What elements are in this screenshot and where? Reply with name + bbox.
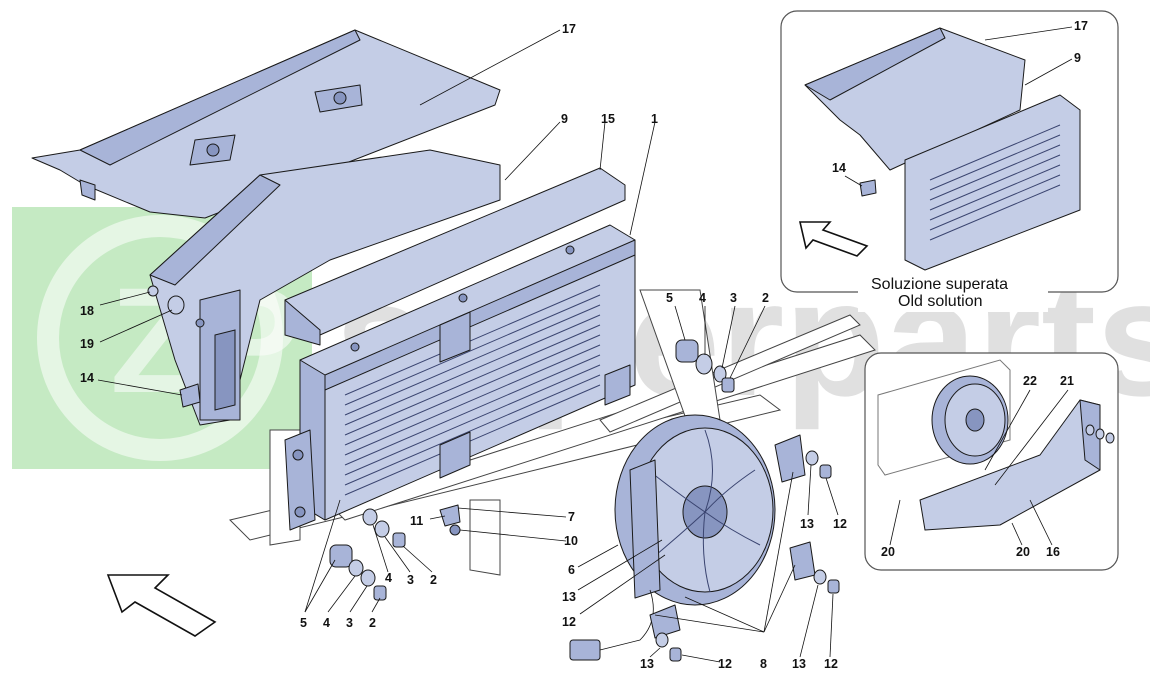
- callout-17-inset: 17: [1074, 19, 1088, 33]
- callout-3-upper: 3: [730, 291, 737, 305]
- callout-9-inset: 9: [1074, 51, 1081, 65]
- callout-20a: 20: [881, 545, 895, 559]
- callout-18: 18: [80, 304, 94, 318]
- callout-5-upper: 5: [666, 291, 673, 305]
- callout-11: 11: [410, 514, 423, 528]
- callout-21: 21: [1060, 374, 1074, 388]
- callout-15: 15: [601, 112, 615, 126]
- callouts: 17 9 15 1 18 19 14 5 4 3 2 11 7 10 4 3 2…: [80, 22, 847, 671]
- callout-12-bottom-right: 12: [824, 657, 838, 671]
- callout-19: 19: [80, 337, 94, 351]
- callout-1: 1: [651, 112, 658, 126]
- inset-direction-arrow: [798, 221, 869, 257]
- callout-4-lower: 4: [323, 616, 330, 630]
- hardware-lower-left: [329, 544, 387, 601]
- air-duct-9: [149, 149, 501, 426]
- callout-2-upper: 2: [762, 291, 769, 305]
- front-direction-arrow: [106, 574, 217, 637]
- callout-12-right: 12: [833, 517, 847, 531]
- hardware-left: [147, 285, 205, 408]
- callout-3-center: 3: [407, 573, 414, 587]
- callout-17: 17: [562, 22, 576, 36]
- callout-4-center: 4: [385, 571, 392, 585]
- callout-13-bottom: 13: [640, 657, 654, 671]
- left-bracket: [284, 429, 316, 531]
- inset-caption-bg: [858, 272, 1048, 312]
- hardware-fan: [655, 450, 840, 662]
- callout-7: 7: [568, 510, 575, 524]
- callout-22: 22: [1023, 374, 1037, 388]
- callout-13-right: 13: [800, 517, 814, 531]
- hardware-upper-right: [675, 339, 735, 393]
- hardware-center: [362, 504, 461, 548]
- air-cover-17: [31, 29, 501, 219]
- callout-14-inset: 14: [832, 161, 846, 175]
- inset-old-solution: 17 9 14 Soluzione superata Old solution: [780, 10, 1119, 312]
- fan-mounts-8: [649, 434, 816, 639]
- callout-12-bottom: 12: [718, 657, 732, 671]
- callout-6: 6: [568, 563, 575, 577]
- inset-caption-english: Old solution: [898, 293, 983, 310]
- leader-lines: [97, 29, 839, 663]
- callout-10: 10: [564, 534, 578, 548]
- callout-5-lower: 5: [300, 616, 307, 630]
- fan-connector: [569, 639, 601, 661]
- cooling-fan-6: [569, 414, 776, 661]
- watermark-logo-ring: [37, 215, 283, 461]
- radiator-fins: [344, 284, 601, 496]
- callout-13-fan: 13: [562, 590, 576, 604]
- callout-16: 16: [1046, 545, 1060, 559]
- callout-2-lower: 2: [369, 616, 376, 630]
- inset-caption-italian: Soluzione superata: [871, 276, 1008, 293]
- callout-3-lower: 3: [346, 616, 353, 630]
- callout-8: 8: [760, 657, 767, 671]
- callout-12-fan: 12: [562, 615, 576, 629]
- callout-14: 14: [80, 371, 94, 385]
- callout-4-upper: 4: [699, 291, 706, 305]
- callout-9: 9: [561, 112, 568, 126]
- callout-20b: 20: [1016, 545, 1030, 559]
- inset-alternate-assembly: 22 21 20 20 16: [864, 352, 1119, 571]
- callout-13-bottom-right: 13: [792, 657, 806, 671]
- callout-2-center: 2: [430, 573, 437, 587]
